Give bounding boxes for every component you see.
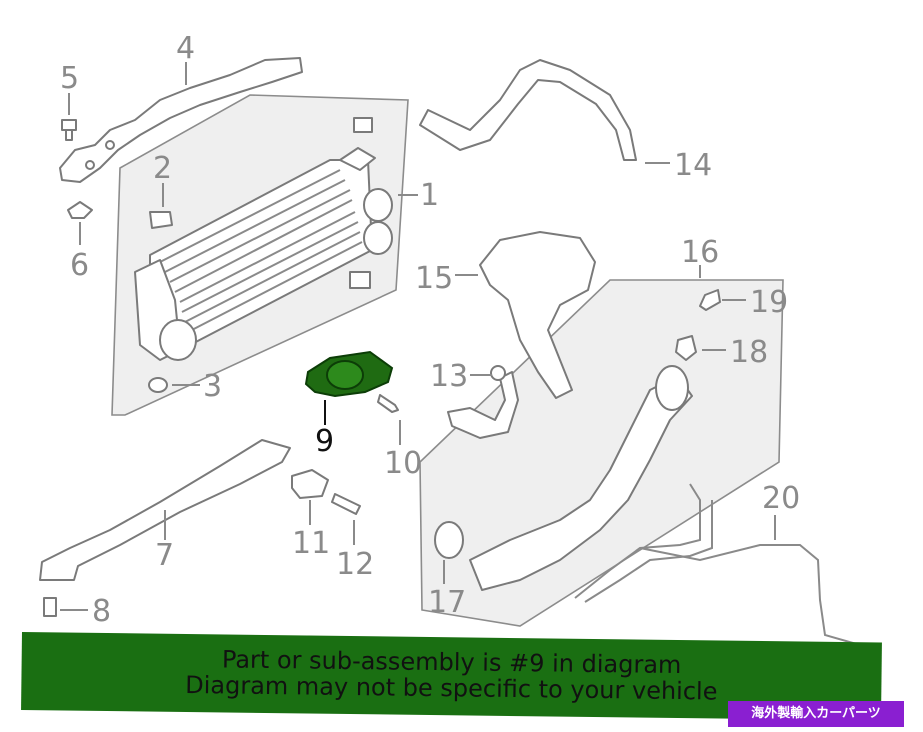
part-3-isolator — [148, 377, 168, 393]
callout-15: 15 — [415, 261, 453, 296]
callout-2: 2 — [153, 151, 172, 186]
grommet-right — [349, 271, 371, 289]
callout-8: 8 — [92, 594, 111, 629]
part-20-harness-2 — [584, 500, 713, 603]
callout-17: 17 — [428, 585, 466, 620]
callout-13: 13 — [430, 359, 468, 394]
part-5-bolt — [61, 119, 77, 141]
callout-11: 11 — [292, 526, 330, 561]
callout-1: 1 — [420, 178, 439, 213]
part-13-ring — [490, 365, 506, 381]
callout-3: 3 — [203, 369, 222, 404]
part-9-highlighted — [304, 350, 394, 398]
charge-pipe-panel — [419, 279, 784, 627]
leader-lines — [60, 62, 776, 611]
callout-10: 10 — [384, 446, 422, 481]
callout-16: 16 — [681, 235, 719, 270]
part-13-tube — [447, 371, 519, 439]
callout-14: 14 — [674, 148, 712, 183]
part-19-bolt — [699, 289, 721, 311]
part-16-coupler — [655, 365, 689, 411]
grommet-top — [353, 117, 373, 133]
part-12-bolt — [331, 493, 361, 515]
callout-9: 9 — [315, 424, 334, 459]
callout-12: 12 — [336, 547, 374, 582]
callout-6: 6 — [70, 248, 89, 283]
part-10-bolt — [377, 394, 399, 413]
part-16-charge-pipe — [469, 375, 693, 591]
part-17-oring — [434, 521, 464, 559]
callout-19: 19 — [750, 285, 788, 320]
callout-18: 18 — [730, 335, 768, 370]
part-8-bolt — [43, 597, 57, 617]
part-4-bracket — [59, 57, 303, 183]
part-1-intercooler — [134, 147, 393, 361]
callout-20: 20 — [762, 481, 800, 516]
part-2-nut — [149, 211, 173, 229]
callout-7: 7 — [155, 538, 174, 573]
callout-4: 4 — [176, 31, 195, 66]
part-14-hose — [419, 59, 637, 161]
part-18-fitting — [675, 335, 697, 361]
brand-badge: 海外製輸入カーパーツ — [728, 701, 904, 727]
callout-5: 5 — [60, 61, 79, 96]
part-15-hose — [479, 231, 596, 399]
part-20-harness — [574, 483, 861, 646]
part-6-clip — [67, 201, 93, 219]
part-11-bracket — [291, 469, 329, 499]
